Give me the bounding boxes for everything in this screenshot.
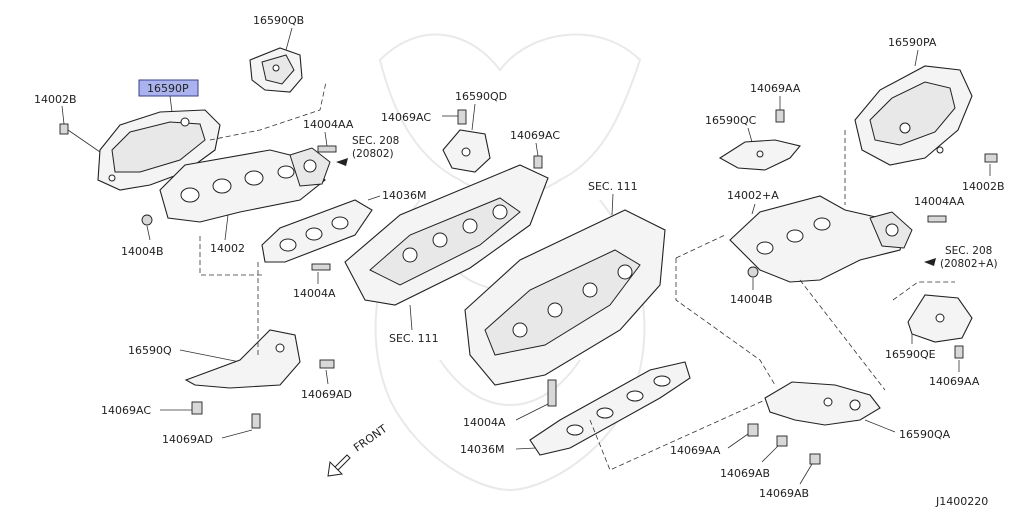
bracket-16590qd[interactable]: [442, 129, 491, 173]
label-14069ac-bottom: 14069AC: [101, 404, 151, 417]
front-arrow: [327, 454, 351, 477]
label-sec208-left: SEC. 208: [352, 135, 399, 147]
bracket-16590q[interactable]: [184, 329, 301, 389]
label-14004b-right: 14004B: [730, 293, 773, 306]
catalog-number: J1400220: [935, 495, 988, 508]
label-14069ac-right: 14069AC: [510, 129, 560, 142]
bolt-14069ad-right[interactable]: [319, 359, 335, 369]
label-sec111-mid: SEC. 111: [389, 332, 439, 345]
label-14069ad-right: 14069AD: [301, 388, 352, 401]
stud-14004a-bottom[interactable]: [547, 379, 557, 407]
label-sec208-right: SEC. 208: [945, 245, 992, 257]
label-14069aa-top: 14069AA: [750, 82, 801, 95]
heat-shield-16590qb[interactable]: [249, 47, 303, 93]
label-14002b-left: 14002B: [34, 93, 77, 106]
cylinder-head-center[interactable]: [464, 209, 666, 386]
label-14069ad-bottom: 14069AD: [162, 433, 213, 446]
cylinder-head-left[interactable]: [344, 164, 549, 306]
label-14004a-left: 14004A: [293, 287, 336, 300]
bolt-14069aa-right[interactable]: [954, 345, 964, 359]
label-14002a: 14002+A: [727, 189, 779, 202]
bolt-14069ac-right[interactable]: [533, 155, 543, 169]
label-14002b-right: 14002B: [962, 180, 1005, 193]
label-16590q: 16590Q: [128, 344, 172, 357]
bolt-14069ac-top[interactable]: [457, 109, 467, 125]
label-16590qe: 16590QE: [885, 348, 936, 361]
gasket-14036m-bottom[interactable]: [529, 361, 691, 456]
gasket-14036m-top[interactable]: [261, 199, 373, 263]
nut-14004b-right[interactable]: [747, 266, 759, 278]
label-sec111-top: SEC. 111: [588, 180, 638, 193]
label-14036m-top: 14036M: [382, 189, 426, 202]
bolt-14069aa-bottom[interactable]: [747, 423, 759, 437]
bracket-16590qe[interactable]: [907, 294, 973, 343]
bolt-14069ab-1[interactable]: [776, 435, 788, 447]
label-sec208-left-sub: (20802): [352, 148, 394, 160]
label-14004aa-left: 14004AA: [303, 118, 354, 131]
bolt-14069ad-bottom[interactable]: [251, 413, 261, 429]
label-14002: 14002: [210, 242, 245, 255]
label-16590qd: 16590QD: [455, 90, 507, 103]
label-14036m-bottom: 14036M: [460, 443, 504, 456]
bolt-14069ac-bottom[interactable]: [191, 401, 203, 415]
highlight-16590p[interactable]: [138, 79, 199, 97]
label-14004aa-right: 14004AA: [914, 195, 965, 208]
label-14069ac-top: 14069AC: [381, 111, 431, 124]
label-sec208-right-sub: (20802+A): [940, 258, 998, 270]
label-16590pa: 16590PA: [888, 36, 937, 49]
arrow-sec208-right: [924, 258, 936, 266]
arrow-sec208-left: [336, 158, 348, 166]
label-14004b-left: 14004B: [121, 245, 164, 258]
heat-shield-16590pa[interactable]: [854, 65, 973, 166]
label-16590qc: 16590QC: [705, 114, 757, 127]
bracket-16590qc[interactable]: [718, 139, 801, 171]
nut-14004b-left[interactable]: [141, 214, 153, 226]
label-14069ab-2: 14069AB: [759, 487, 809, 500]
bracket-16590qa[interactable]: [764, 381, 881, 426]
label-14069aa-right: 14069AA: [929, 375, 980, 388]
stud-14004a-left[interactable]: [311, 263, 331, 271]
label-14004a-bottom: 14004A: [463, 416, 506, 429]
label-front: FRONT: [351, 422, 389, 454]
heat-shield-16590p[interactable]: [97, 109, 221, 191]
label-16590p[interactable]: 16590P: [147, 82, 189, 95]
label-16590qb: 16590QB: [253, 14, 304, 27]
bolt-14069aa-top[interactable]: [775, 109, 785, 123]
label-14069ab-1: 14069AB: [720, 467, 770, 480]
exhaust-manifold-14002[interactable]: [159, 147, 331, 223]
stud-14004aa-right[interactable]: [927, 215, 947, 223]
bolt-14069ab-2[interactable]: [809, 453, 821, 465]
exhaust-manifold-14002a[interactable]: [729, 195, 913, 283]
label-16590qa: 16590QA: [899, 428, 951, 441]
bolt-14002b-left[interactable]: [59, 123, 101, 153]
label-14069aa-bottom: 14069AA: [670, 444, 721, 457]
stud-14004aa-left[interactable]: [317, 145, 337, 153]
bolt-14002b-right[interactable]: [984, 153, 998, 163]
